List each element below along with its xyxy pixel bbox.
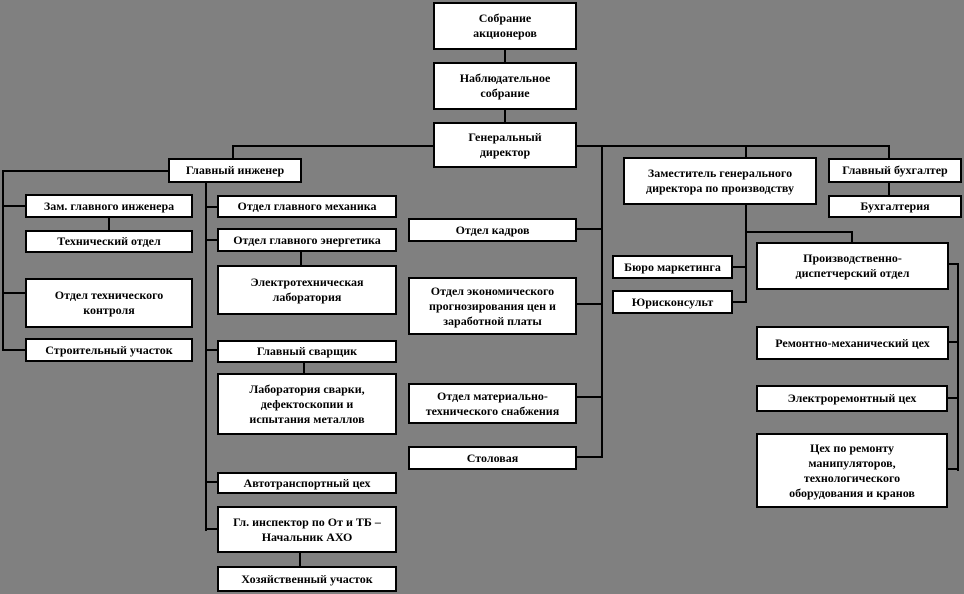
connector-line-9 [577, 303, 603, 305]
org-node-chief-accountant: Главный бухгалтер [828, 158, 962, 183]
org-node-label: Строительный участок [45, 342, 173, 357]
connector-line-21 [205, 349, 217, 351]
org-node-manipulator-repair-shop: Цех по ремонту манипуляторов, технологич… [756, 433, 948, 508]
connector-line-12 [2, 170, 168, 172]
connector-line-34 [949, 263, 959, 265]
connector-line-27 [745, 205, 747, 303]
org-node-label: Ремонтно-механический цех [775, 335, 930, 350]
connector-line-29 [851, 231, 853, 242]
connector-line-36 [948, 397, 959, 399]
connector-line-15 [2, 292, 25, 294]
connector-line-33 [957, 263, 959, 471]
org-node-household-section: Хозяйственный участок [217, 566, 397, 592]
org-node-electrotechnical-laboratory: Электротехническая лаборатория [217, 265, 397, 315]
org-node-label: Главный сварщик [256, 344, 358, 358]
org-node-electrical-repair-shop: Электроремонтный цех [756, 385, 948, 412]
org-node-label: Заместитель генерального директора по пр… [646, 166, 794, 195]
org-node-label: Бюро маркетинга [624, 259, 721, 274]
connector-line-4 [232, 145, 234, 158]
org-node-marketing-bureau: Бюро маркетинга [612, 255, 733, 279]
connector-line-2 [232, 145, 433, 147]
org-node-supervisory-board: Наблюдательное собрание [433, 62, 577, 110]
org-node-label: Автотранспортный цех [243, 475, 371, 490]
connector-line-3 [577, 145, 890, 147]
connector-line-28 [745, 231, 853, 233]
org-node-label: Отдел экономического прогнозирования цен… [429, 283, 556, 328]
connector-line-23 [205, 528, 217, 530]
org-node-label: Отдел кадров [455, 222, 530, 237]
connector-line-10 [577, 396, 603, 398]
org-node-label: Главный инженер [185, 163, 285, 177]
connector-line-30 [733, 266, 747, 268]
connector-line-11 [577, 456, 603, 458]
org-node-label: Генеральный директор [468, 130, 542, 159]
org-node-label: Отдел материально- технического снабжени… [425, 388, 560, 418]
org-node-welding-laboratory: Лаборатория сварки, дефектоскопии и испы… [217, 373, 397, 435]
org-node-label: Отдел технического контроля [54, 288, 164, 317]
org-node-technical-department: Технический отдел [25, 230, 193, 253]
org-node-label: Электротехническая лаборатория [250, 275, 364, 304]
org-node-hr-department: Отдел кадров [408, 218, 577, 242]
org-node-chief-mechanic-department: Отдел главного механика [217, 195, 397, 218]
connector-line-18 [205, 183, 207, 531]
org-node-deputy-chief-engineer: Зам. главного инженера [25, 194, 193, 218]
org-node-label: Главный бухгалтер [842, 163, 948, 177]
org-node-label: Лаборатория сварки, дефектоскопии и испы… [249, 381, 365, 426]
org-node-label: Наблюдательное собрание [459, 71, 551, 100]
connector-line-6 [745, 145, 747, 157]
org-node-label: Собрание акционеров [473, 11, 537, 40]
connector-line-37 [948, 468, 959, 470]
connector-line-5 [888, 145, 890, 158]
org-node-chief-power-engineer-department: Отдел главного энергетика [217, 228, 397, 252]
org-node-label: Производственно- диспетчерский отдел [795, 251, 910, 280]
org-node-label: Бухгалтерия [860, 199, 930, 213]
connector-line-22 [205, 481, 217, 483]
connector-line-26 [299, 553, 301, 566]
org-node-chief-engineer: Главный инженер [168, 158, 302, 183]
org-node-deputy-director-production: Заместитель генерального директора по пр… [623, 157, 817, 205]
org-node-legal-adviser: Юрисконсульт [612, 290, 733, 314]
connector-line-0 [504, 50, 506, 62]
org-node-safety-inspector-aho-chief: Гл. инспектор по От и ТБ – Начальник АХО [217, 506, 397, 553]
org-node-label: Юрисконсульт [631, 294, 714, 309]
connector-line-24 [300, 252, 302, 265]
connector-line-32 [888, 183, 890, 195]
org-node-general-director: Генеральный директор [433, 122, 577, 168]
connector-line-7 [601, 145, 603, 458]
connector-line-19 [205, 206, 217, 208]
connector-line-13 [2, 170, 4, 351]
connector-line-25 [303, 363, 305, 373]
org-node-chief-welder: Главный сварщик [217, 340, 397, 363]
org-node-technical-control-department: Отдел технического контроля [25, 278, 193, 328]
connector-line-1 [504, 110, 506, 122]
connector-line-31 [733, 301, 747, 303]
org-node-label: Цех по ремонту манипуляторов, технологич… [789, 440, 915, 500]
connector-line-35 [949, 341, 959, 343]
org-node-label: Зам. главного инженера [43, 198, 175, 213]
org-node-label: Гл. инспектор по От и ТБ – Начальник АХО [233, 514, 381, 544]
connector-line-8 [577, 228, 603, 230]
org-node-accounting-department: Бухгалтерия [828, 195, 962, 218]
org-node-construction-section: Строительный участок [25, 338, 193, 362]
org-node-label: Электроремонтный цех [787, 391, 917, 405]
org-node-motor-transport-shop: Автотранспортный цех [217, 472, 397, 494]
org-node-label: Отдел главного энергетика [233, 232, 381, 247]
org-node-label: Хозяйственный участок [241, 571, 373, 586]
org-node-canteen: Столовая [408, 446, 577, 470]
connector-line-14 [2, 205, 25, 207]
connector-line-17 [108, 218, 110, 230]
connector-line-20 [205, 239, 217, 241]
org-node-shareholders-meeting: Собрание акционеров [433, 2, 577, 50]
org-node-label: Столовая [466, 450, 519, 465]
org-node-production-dispatch-department: Производственно- диспетчерский отдел [756, 242, 949, 290]
org-node-material-supply-department: Отдел материально- технического снабжени… [408, 383, 577, 424]
org-node-label: Технический отдел [57, 234, 161, 248]
org-node-label: Отдел главного механика [237, 199, 377, 213]
org-node-economic-forecasting-department: Отдел экономического прогнозирования цен… [408, 277, 577, 335]
org-node-repair-mechanical-shop: Ремонтно-механический цех [756, 326, 949, 360]
connector-line-16 [2, 349, 25, 351]
